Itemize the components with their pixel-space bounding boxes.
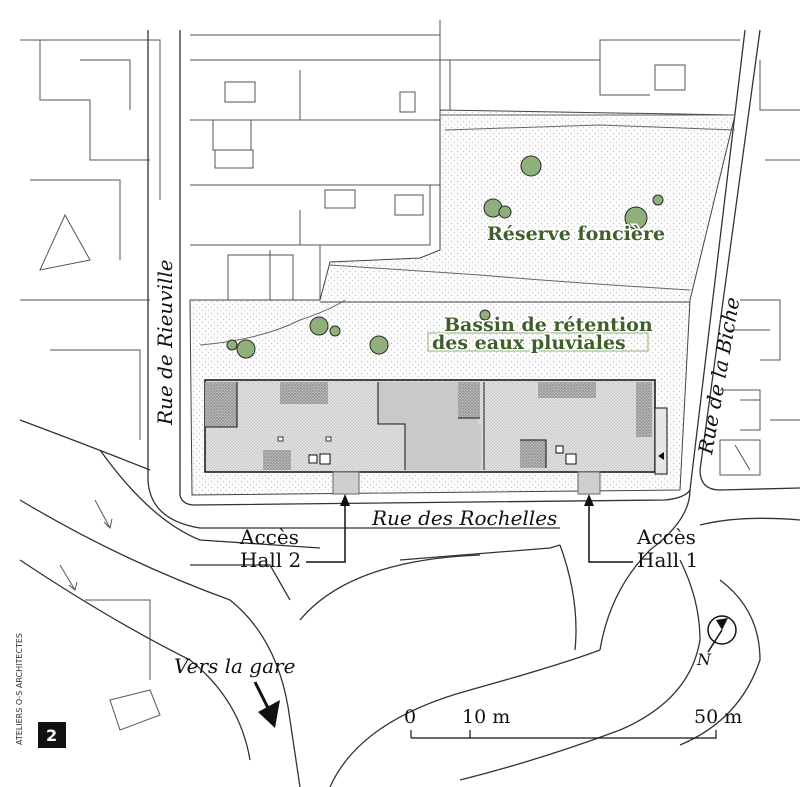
north-arrow: N (696, 615, 737, 669)
left-blocks (20, 39, 161, 731)
bassin-label-underline-box (427, 332, 649, 352)
bassin-label-line2: des eaux pluviales (432, 332, 626, 354)
scale-bar: 0 10 m 50 m (404, 706, 742, 739)
figure-number: 2 (46, 726, 57, 745)
access-hall1-line1: Accès (636, 525, 696, 549)
vers-la-gare-label: Vers la gare (174, 654, 295, 678)
access-hall1: Accès Hall 1 (584, 494, 698, 572)
access-hall2: Accès Hall 2 (239, 494, 350, 572)
lane-arrows (59, 499, 113, 591)
neighbouring-buildings (190, 20, 740, 301)
credit-label: ATELIERS O-S ARCHITECTES (15, 633, 24, 745)
north-label: N (696, 650, 712, 669)
vers-la-gare-arrow (253, 681, 280, 728)
scale-tick-0: 0 (404, 706, 416, 728)
access-hall2-line2: Hall 2 (240, 548, 301, 572)
access-pad-hall1 (577, 471, 601, 495)
access-hall1-line2: Hall 1 (637, 548, 698, 572)
scale-tick-10: 10 m (462, 706, 510, 728)
rue-biche-label: Rue de la Biche (693, 295, 744, 457)
scale-tick-50: 50 m (694, 706, 742, 728)
rue-rieuville-label: Rue de Rieuville (153, 259, 177, 426)
trees (226, 155, 664, 359)
access-hall2-line1: Accès (239, 525, 299, 549)
access-pad-hall2 (332, 471, 360, 495)
road-edges (19, 29, 800, 787)
rue-rochelles-label: Rue des Rochelles (371, 506, 557, 530)
reserve-fonciere-label: Réserve foncière (487, 223, 665, 245)
figure-number-badge: 2 (38, 722, 66, 748)
main-building (204, 379, 668, 475)
reserve-top-edge (440, 114, 736, 131)
right-blocks (719, 60, 800, 476)
